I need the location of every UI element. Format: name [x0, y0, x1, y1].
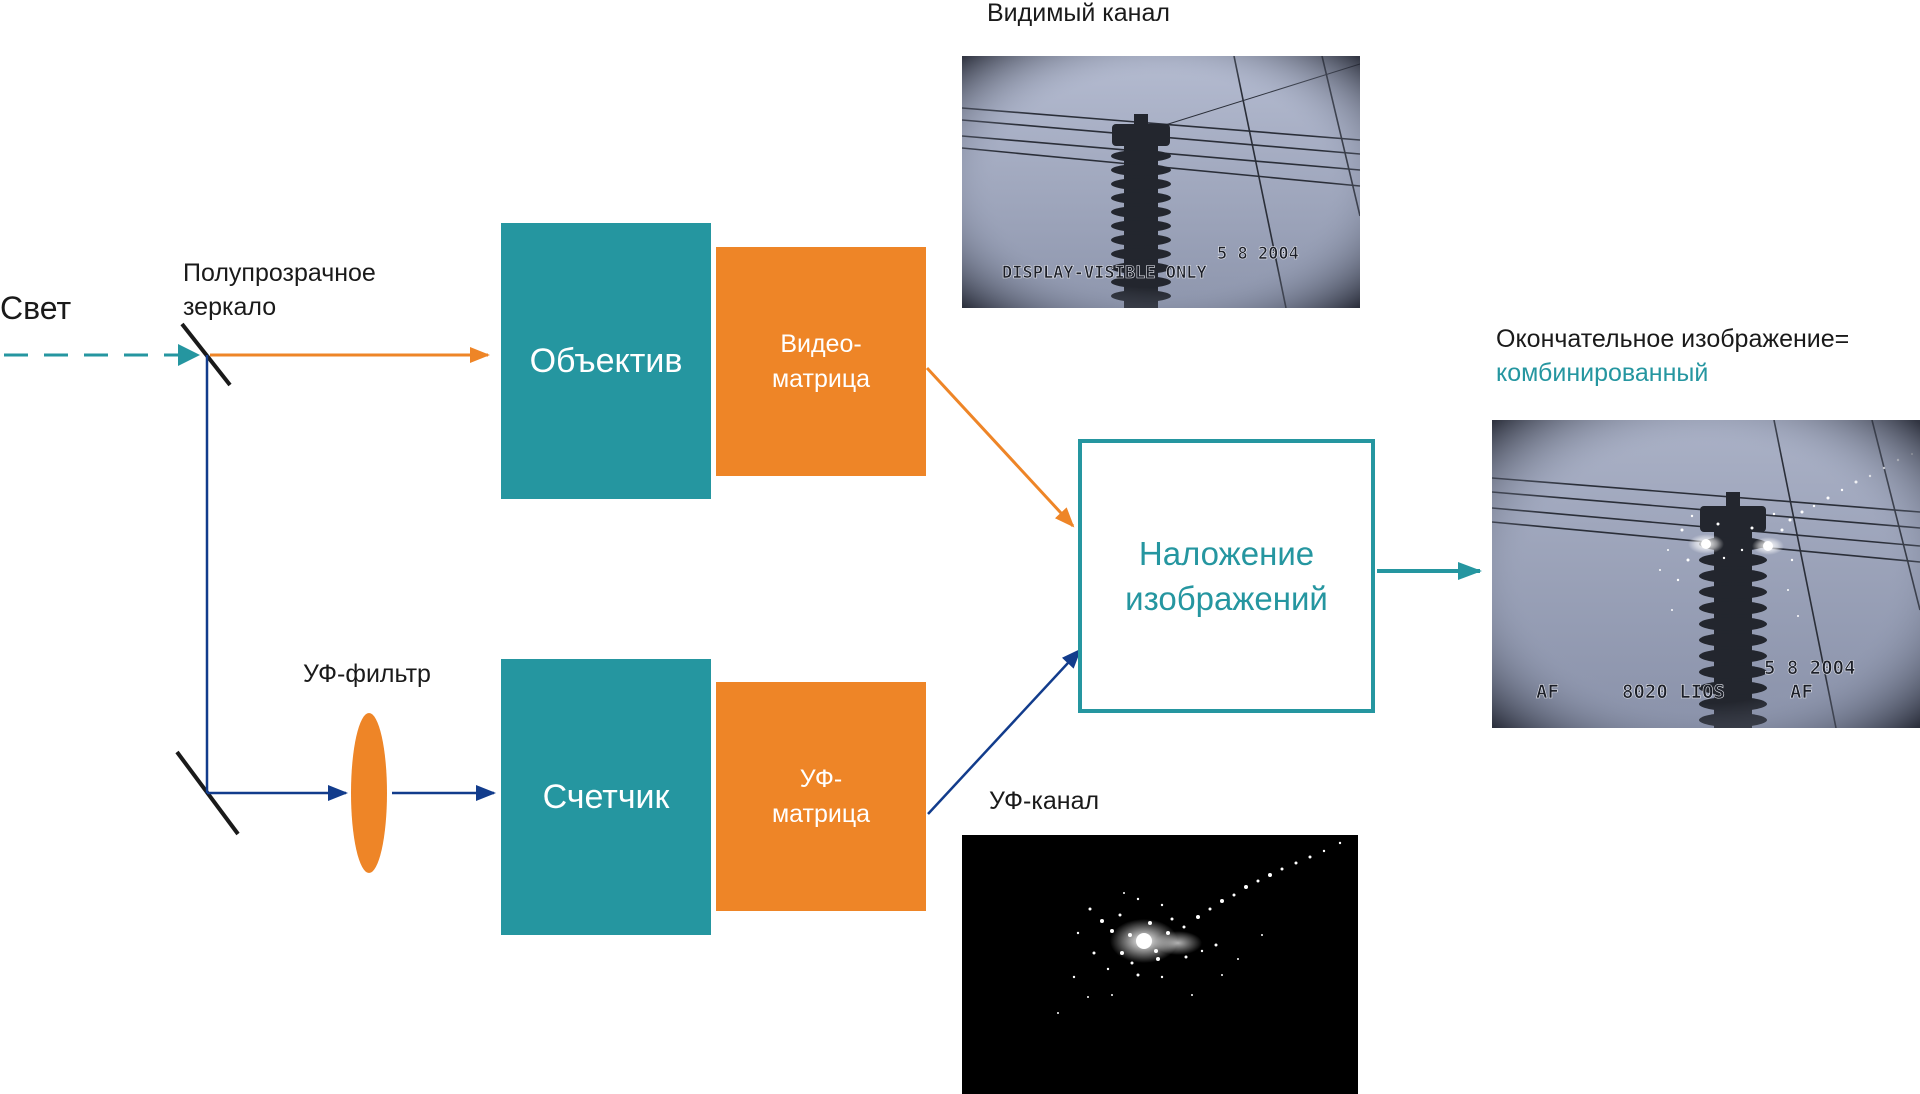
uv-filter-label: УФ-фильтр [303, 660, 431, 688]
video-matrix-block: Видео- матрица [716, 247, 926, 476]
lens-block: Объектив [501, 223, 711, 499]
overlay-label-line1: Наложение [1138, 535, 1315, 572]
half-mirror-label-line1: Полупрозрачное [183, 259, 376, 287]
visible-channel-label: Видимый канал [987, 0, 1170, 27]
uv-filter-lens-shape [351, 713, 387, 873]
counter-block: Счетчик [501, 659, 711, 935]
visible-caption-text: DISPLAY-VISIBLE ONLY [1002, 263, 1207, 283]
image-overlay-block: Наложение изображений [1078, 439, 1375, 713]
final-image-label-line2: комбинированный [1496, 359, 1709, 387]
uv-channel-label: УФ-канал [989, 787, 1100, 815]
uv-channel-image [962, 835, 1358, 1094]
uv-matrix-label-line1: УФ- [799, 764, 843, 793]
video-matrix-label-line1: Видео- [780, 329, 862, 358]
half-mirror-label-line2: зеркало [183, 293, 277, 321]
video-matrix-to-overlay-arrow [925, 366, 1075, 528]
half-mirror-shape [180, 322, 232, 387]
visible-channel-image: 5 8 2004 DISPLAY-VISIBLE ONLY [962, 56, 1360, 308]
final-image-label-line1: Окончательное изображение= [1496, 325, 1850, 353]
overlay-label-line2: изображений [1125, 580, 1328, 617]
combined-date-text: 5 8 2004 [1764, 657, 1856, 679]
counter-block-label: Счетчик [542, 777, 670, 816]
uv-matrix-to-overlay-arrow [927, 648, 1082, 815]
uv-matrix-label-line2: матрица [771, 799, 871, 828]
combined-code-text: 8020 LIOS [1622, 681, 1725, 703]
combined-af-right-text: AF [1790, 681, 1813, 703]
light-label: Свет [0, 290, 72, 326]
lens-block-label: Объектив [529, 341, 683, 380]
visible-date-text: 5 8 2004 [1217, 244, 1299, 264]
video-matrix-label-line2: матрица [771, 364, 871, 393]
combined-af-left-text: AF [1536, 681, 1559, 703]
combined-final-image: 5 8 2004 AF 8020 LIOS AF [1492, 420, 1920, 728]
light-beam-arrowhead [178, 344, 200, 366]
uv-matrix-block: УФ- матрица [716, 682, 926, 911]
